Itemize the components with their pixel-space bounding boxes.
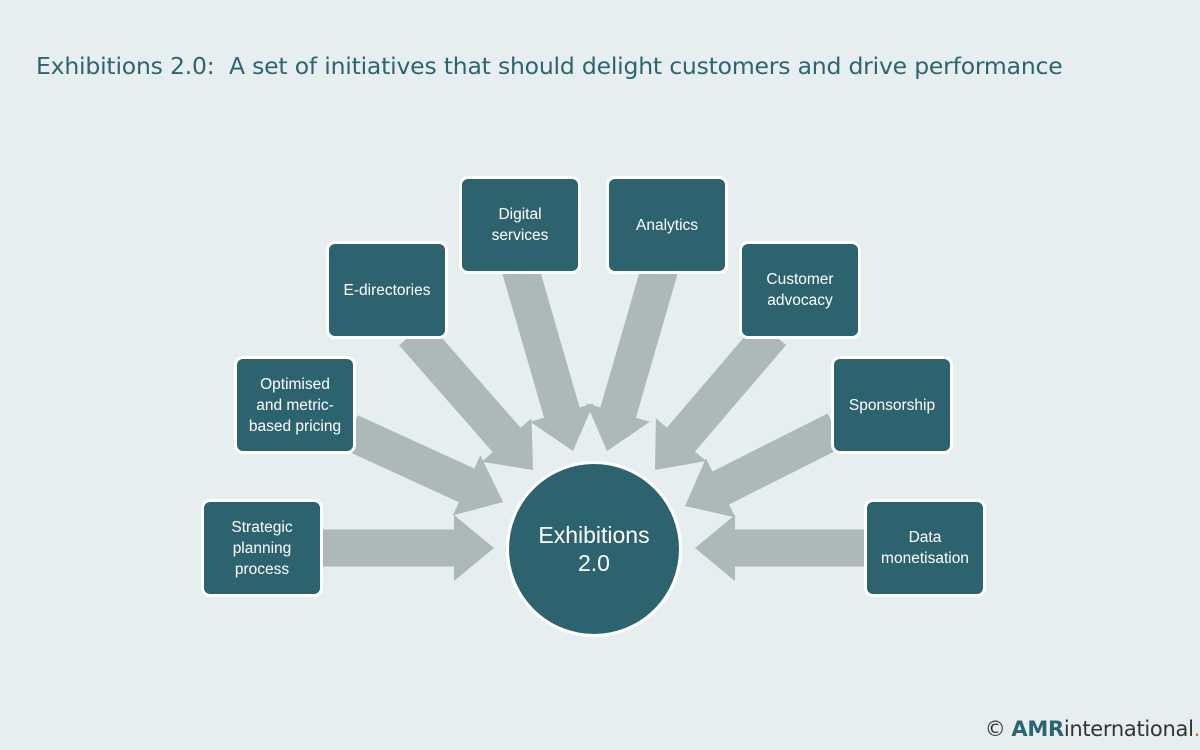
arrow-data-monetisation	[695, 515, 870, 581]
arrow-digital-services	[502, 262, 594, 451]
hub-exhibitions-2-0: Exhibitions 2.0	[506, 461, 682, 637]
brand-logo-bold: AMR	[1011, 717, 1064, 741]
initiative-customer-advocacy: Customer advocacy	[739, 241, 861, 339]
initiative-optimised-pricing: Optimised and metric- based pricing	[234, 356, 356, 454]
arrow-analytics	[586, 262, 678, 451]
arrow-e-directories	[399, 320, 533, 470]
slide-title: Exhibitions 2.0: A set of initiatives th…	[36, 52, 1063, 80]
initiative-sponsorship: Sponsorship	[831, 356, 953, 454]
copyright-icon: ©	[984, 717, 1006, 741]
initiative-digital-services: Digital services	[459, 176, 581, 274]
arrow-optimised-pricing	[342, 415, 503, 516]
initiative-analytics: Analytics	[606, 176, 728, 274]
brand-logo-dot: .	[1193, 717, 1200, 741]
brand-logo-light: international	[1063, 717, 1194, 741]
initiative-data-monetisation: Data monetisation	[864, 499, 986, 597]
arrow-customer-advocacy	[655, 321, 787, 470]
copyright-footer: ©AMRinternational.	[959, 693, 1200, 750]
arrow-strategic-planning	[318, 515, 494, 581]
initiative-strategic-planning: Strategic planning process	[201, 499, 323, 597]
initiative-e-directories: E-directories	[326, 241, 448, 339]
arrow-sponsorship	[685, 413, 845, 518]
